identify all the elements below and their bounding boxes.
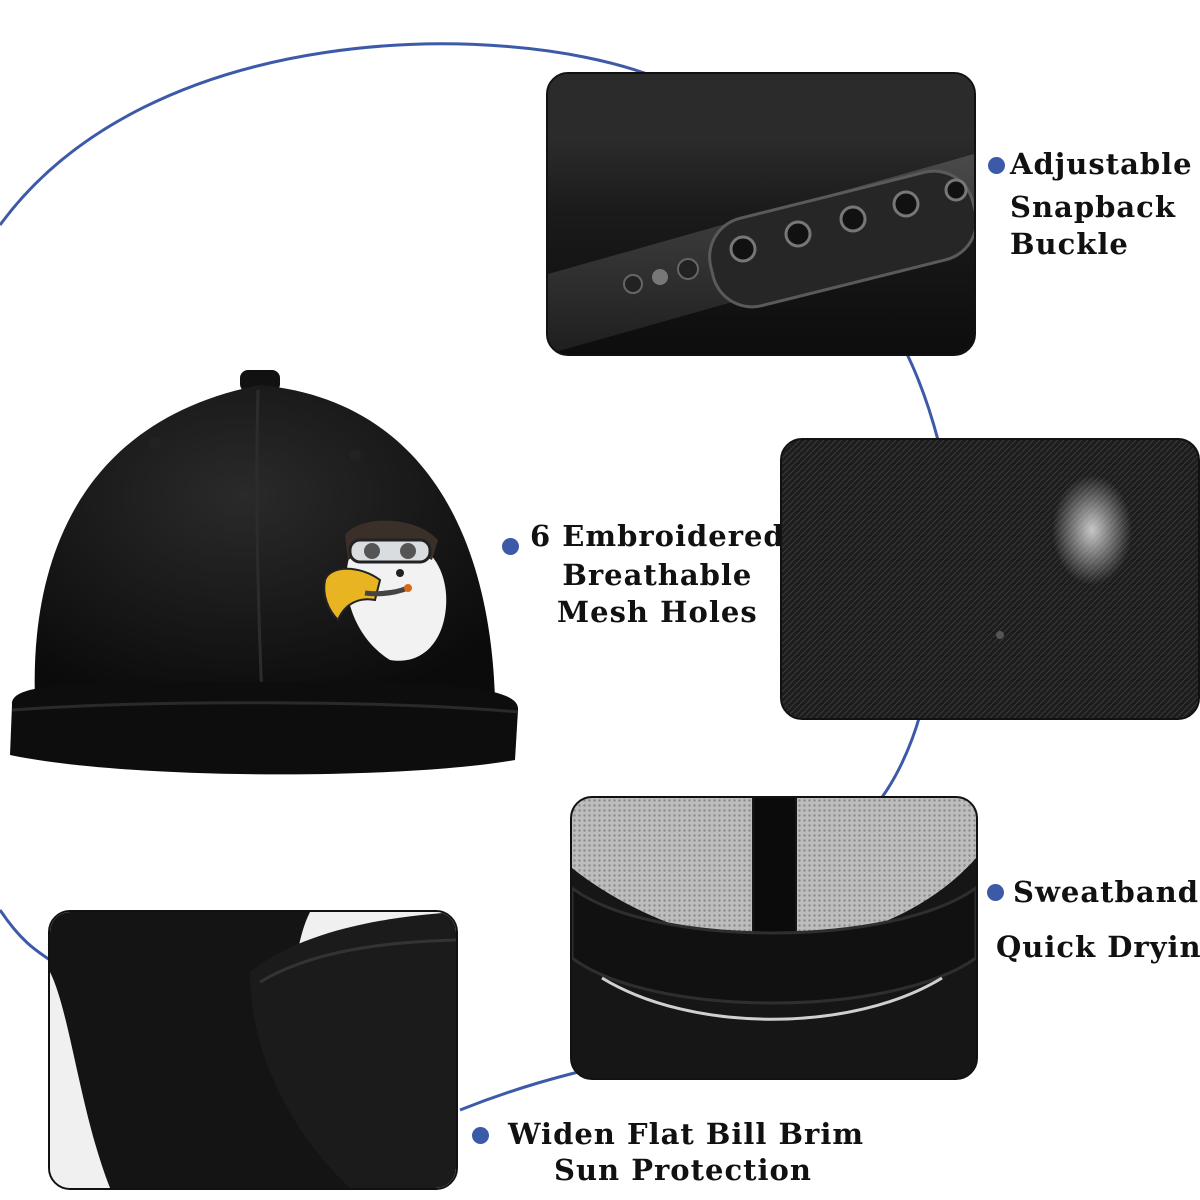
brim-feature-label: Widen Flat Bill Brim	[508, 1116, 864, 1153]
sweatband-sub-label: Quick Drying	[996, 929, 1200, 966]
brim-line1: Widen Flat Bill Brim	[508, 1117, 865, 1151]
sweatband-feature-label: Sweatband	[1013, 874, 1199, 911]
brim-bullet-icon	[472, 1127, 489, 1144]
sweatband-line2: Quick Drying	[996, 930, 1200, 964]
cap-product-image	[10, 370, 519, 775]
mesh-feature-label: 6 Embroidered Breathable Mesh Holes	[530, 518, 785, 631]
brim-line2: Sun Protection	[554, 1153, 812, 1187]
buckle-feature-label: Adjustable Snapback Buckle	[1010, 146, 1193, 263]
buckle-line1: Adjustable	[1010, 147, 1193, 181]
buckle-closeup-panel	[546, 72, 976, 356]
brim-closeup-panel	[48, 910, 458, 1190]
buckle-line3: Buckle	[1010, 227, 1129, 262]
sweatband-bullet-icon	[987, 884, 1004, 901]
buckle-bullet-icon	[988, 157, 1005, 174]
sweatband-panel	[570, 796, 978, 1080]
mesh-texture-panel	[780, 438, 1200, 720]
sweatband-line1: Sweatband	[1013, 875, 1199, 909]
mesh-bullet-icon	[502, 538, 519, 555]
brim-sub-label: Sun Protection	[554, 1152, 812, 1189]
buckle-line2: Snapback	[1010, 190, 1176, 225]
eagle-patch-icon	[323, 520, 447, 661]
mesh-line2: Breathable	[562, 558, 753, 593]
mesh-line1: 6 Embroidered	[530, 519, 785, 553]
mesh-line3: Mesh Holes	[557, 595, 758, 630]
